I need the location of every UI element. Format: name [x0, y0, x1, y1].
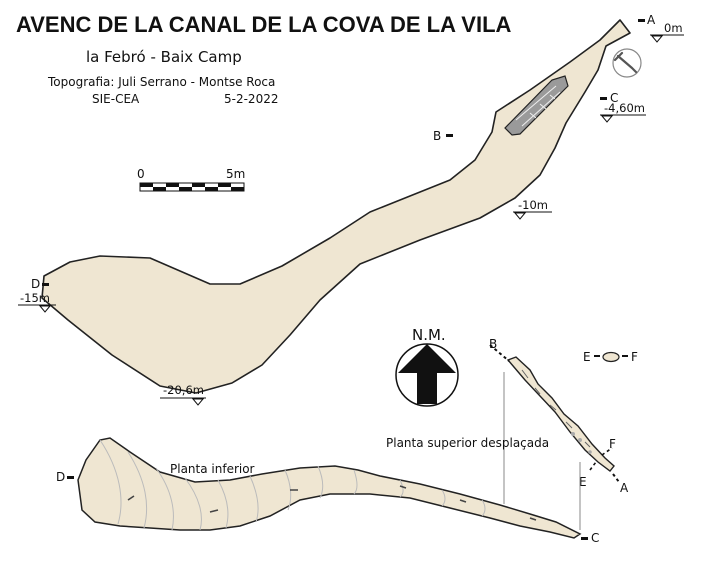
depth-mid-label: -10m: [518, 198, 548, 212]
main-plan-shape: [41, 19, 631, 394]
scale-end-label: 5m: [226, 167, 245, 181]
upper-marker-b-label: B: [489, 337, 497, 351]
marker-c-label: C: [610, 91, 618, 105]
marker-a-top: A: [638, 13, 656, 27]
marker-b-main: B: [433, 129, 453, 143]
upper-plan-label: Planta superior desplaçada: [386, 436, 549, 450]
depth-marker-bottom: -20,6m: [160, 383, 206, 406]
upper-marker-e-label: E: [579, 475, 587, 489]
main-plan: [41, 19, 631, 394]
survey-date: 5-2-2022: [224, 92, 278, 106]
depth-c-label: -4,60m: [604, 101, 645, 115]
north-arrow: N.M.: [395, 326, 459, 407]
survey-location: la Febró - Baix Camp: [86, 48, 242, 66]
feature-ef: E F: [583, 350, 638, 364]
north-label: N.M.: [412, 326, 446, 344]
upper-marker-a-label: A: [620, 481, 629, 495]
lower-plan-label: Planta inferior: [170, 462, 255, 476]
depth-bottom-label: -20,6m: [163, 383, 204, 397]
survey-title: AVENC DE LA CANAL DE LA COVA DE LA VILA: [16, 12, 512, 37]
feature-e-label: E: [583, 350, 591, 364]
depth-marker-c: -4,60m: [600, 101, 646, 123]
entrance-symbol: [612, 48, 642, 78]
depth-entrance-label: 0m: [664, 21, 683, 35]
feature-f-label: F: [631, 350, 638, 364]
rock-block: [504, 75, 569, 136]
depth-d-label: -15m: [20, 291, 50, 305]
marker-c-main: C: [600, 91, 618, 105]
upper-marker-f-label: F: [609, 437, 616, 451]
marker-a-label: A: [647, 13, 656, 27]
lower-marker-c-label: C: [591, 531, 599, 545]
lower-plan-shape: [77, 437, 582, 539]
north-arrow-icon: [398, 344, 456, 404]
upper-plan-shape: [506, 356, 615, 472]
depth-marker-mid: -10m: [513, 198, 552, 220]
lower-marker-d-label: D: [56, 470, 65, 484]
marker-d-label: D: [31, 277, 40, 291]
scale-bar: 0 5m: [137, 167, 245, 192]
upper-plan: B F E A: [489, 337, 629, 495]
hammer-icon: [613, 51, 638, 74]
marker-d-main: D: [31, 277, 49, 291]
survey-credits: Topografia: Juli Serrano - Montse Roca: [47, 75, 275, 89]
depth-marker-d: -15m: [18, 291, 56, 313]
survey-org: SIE-CEA: [92, 92, 140, 106]
marker-b-label: B: [433, 129, 441, 143]
depth-marker-entrance: 0m: [650, 21, 684, 43]
lower-plan: D C: [56, 437, 599, 545]
scale-zero-label: 0: [137, 167, 145, 181]
